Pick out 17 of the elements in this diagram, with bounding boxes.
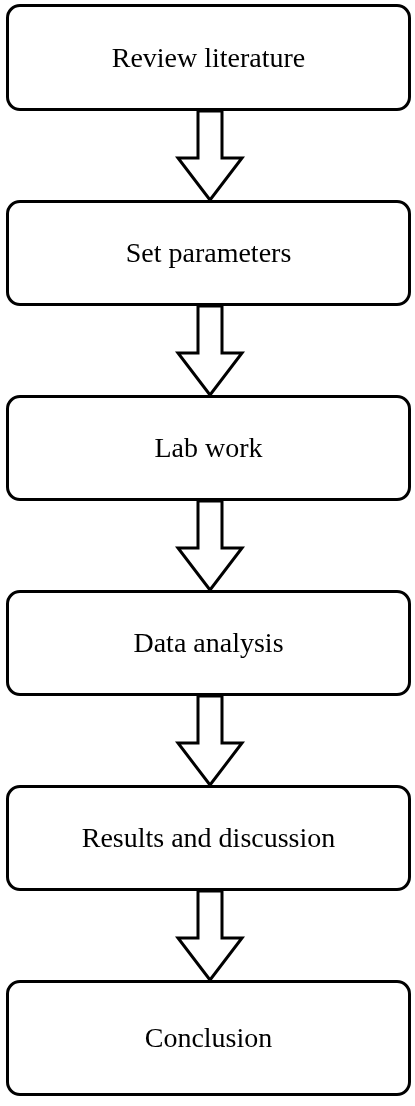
box-label: Lab work: [154, 431, 263, 465]
box-label: Set parameters: [125, 236, 292, 270]
block-arrow: [174, 109, 246, 203]
process-box: [6, 200, 411, 306]
box-label: Review literature: [111, 40, 306, 75]
block-arrow: [174, 499, 246, 593]
process-box: [6, 590, 411, 696]
box-label: Results and discussion: [81, 821, 336, 855]
process-box: [6, 785, 411, 891]
box-label: Conclusion: [144, 1021, 273, 1055]
process-box: [6, 395, 411, 501]
block-arrow: [174, 304, 246, 398]
box-label: Data analysis: [133, 626, 284, 660]
process-box: [6, 4, 411, 111]
block-arrow: [174, 889, 246, 983]
block-arrow: [174, 694, 246, 788]
process-box: [6, 980, 411, 1096]
